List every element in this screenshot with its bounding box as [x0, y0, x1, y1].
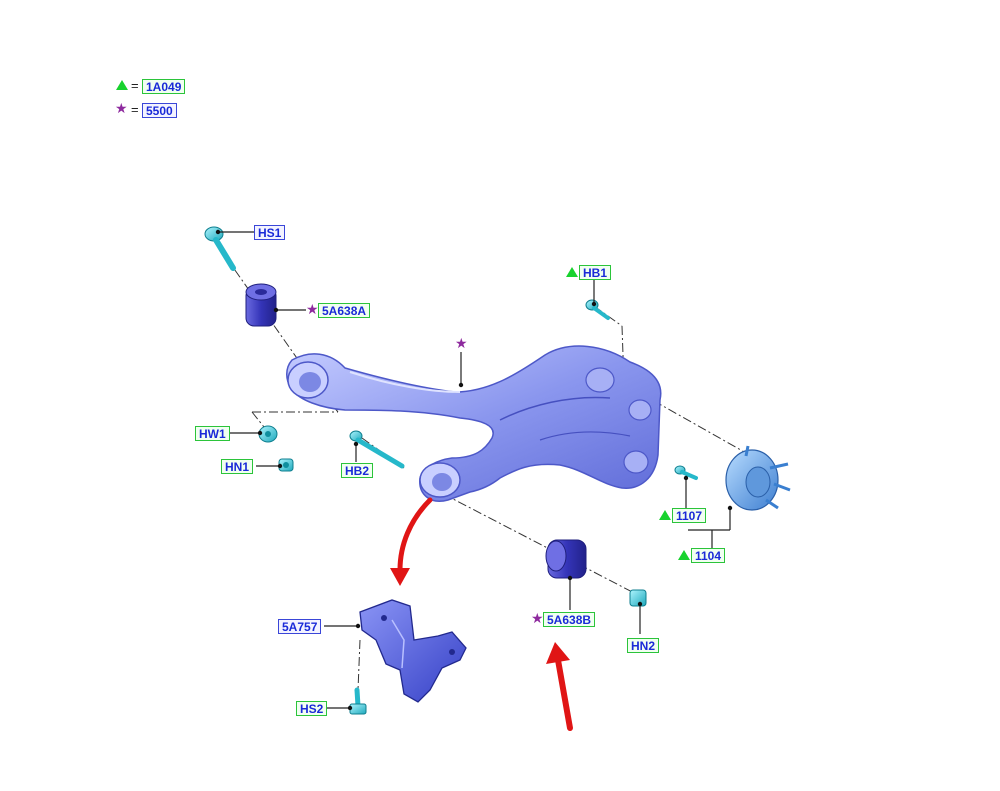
label-1107: 1107 [672, 508, 707, 523]
bolt-hb1 [585, 299, 610, 320]
nut-hn2 [629, 589, 647, 607]
label-hn2: HN2 [627, 638, 660, 653]
legend-code-1a049: 1A049 [142, 79, 186, 94]
label-hw1: HW1 [195, 426, 230, 441]
bolt-hs2 [349, 687, 367, 715]
triangle-icon [659, 510, 671, 520]
label-hn1: HN1 [221, 459, 254, 474]
star-icon: ★ [306, 302, 319, 318]
legend-triangle-icon [116, 80, 128, 90]
legend-star-icon: ★ [115, 101, 128, 117]
label-1104: 1104 [691, 548, 726, 563]
legend-equals: = [131, 102, 139, 117]
label-5a638b: 5A638B [543, 612, 596, 627]
label-hs1: HS1 [254, 225, 286, 240]
label-hb1: HB1 [579, 265, 612, 280]
leader-lines [218, 231, 731, 709]
label-5a638a: 5A638A [318, 303, 371, 318]
bolt-1107 [674, 465, 698, 480]
bushing-5a638b [545, 539, 587, 579]
leader-dots [215, 229, 733, 711]
washer-hw1 [258, 425, 278, 443]
triangle-icon [678, 550, 690, 560]
bracket-5a757 [359, 599, 467, 703]
bushing-5a638a [245, 283, 277, 327]
label-5a757: 5A757 [278, 619, 322, 634]
legend-code-5500: 5500 [142, 103, 177, 118]
star-icon: ★ [531, 611, 544, 627]
triangle-icon [566, 267, 578, 277]
legend-equals: = [131, 78, 139, 93]
label-hb2: HB2 [341, 463, 374, 478]
hub-1104 [725, 445, 791, 511]
nut-hn1 [278, 458, 294, 472]
bolt-hb2 [349, 430, 405, 469]
red-arrows [390, 497, 573, 731]
star-icon: ★ [455, 336, 468, 352]
trailing-arm [286, 345, 662, 502]
label-hs2: HS2 [296, 701, 328, 716]
